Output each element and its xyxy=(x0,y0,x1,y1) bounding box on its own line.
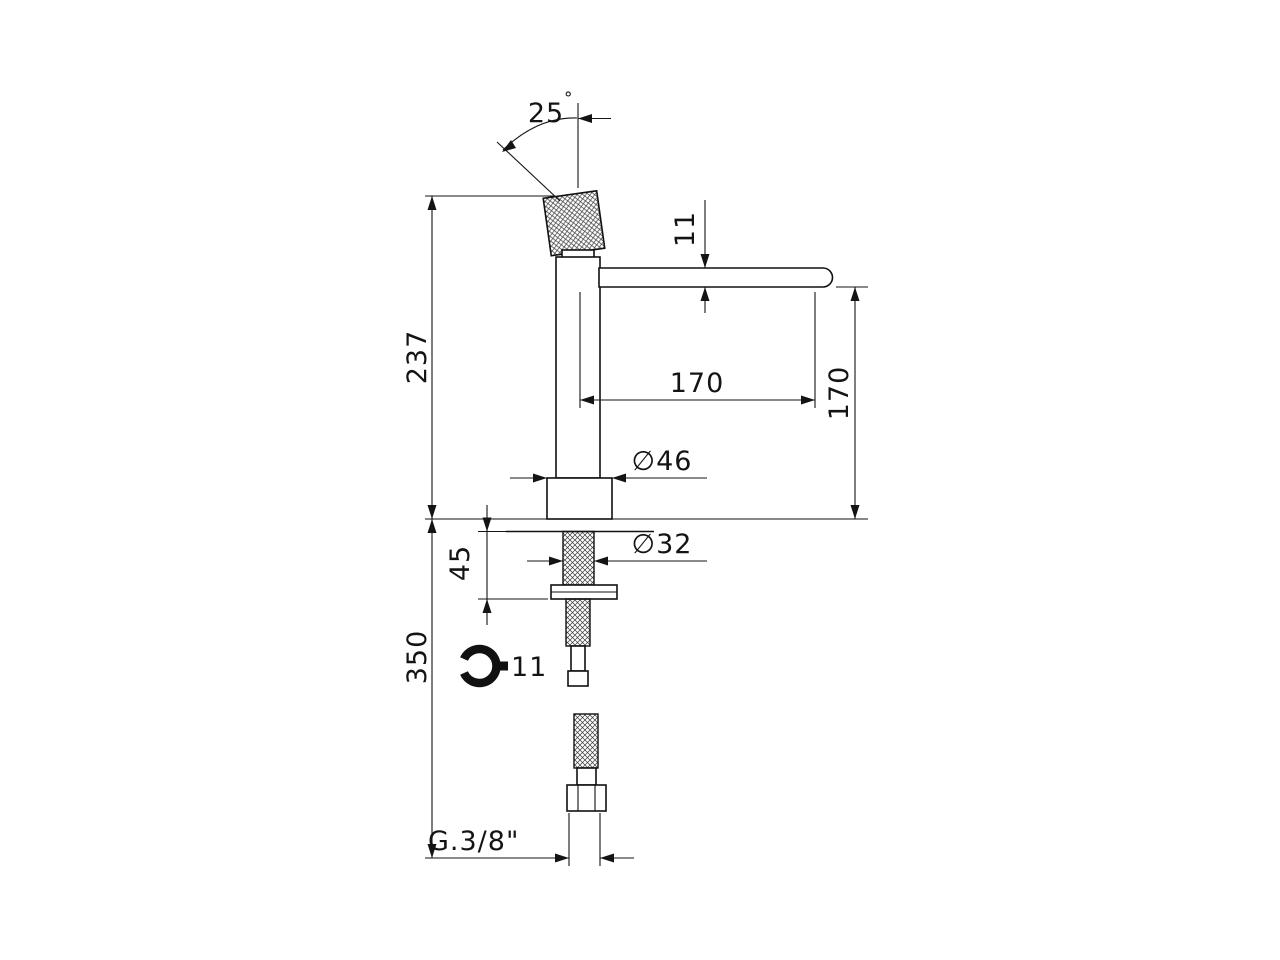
spout-height-label: 170 xyxy=(824,366,855,421)
hose-tube-end xyxy=(567,670,589,687)
dim-base-diameter: ∅46 xyxy=(510,446,707,483)
base-diameter-label: ∅46 xyxy=(632,446,693,477)
angle-value-label: 25 xyxy=(528,98,564,129)
dim-spout-thickness: 11 xyxy=(670,200,710,313)
hose-collar xyxy=(576,767,597,786)
spout-thickness-label: 11 xyxy=(670,211,701,247)
wrench-size-note: 11 xyxy=(460,644,547,688)
shank-diameter-label: ∅32 xyxy=(632,529,693,560)
faucet-body xyxy=(555,256,601,479)
threaded-shank xyxy=(562,530,595,586)
dim-shank-diameter: ∅32 xyxy=(527,529,707,566)
hose-tube xyxy=(570,645,586,672)
dim-height-237: 237 xyxy=(402,195,554,519)
hose-connector-nut xyxy=(566,784,607,812)
supply-hose-upper xyxy=(565,598,591,647)
supply-hose-lower xyxy=(573,713,599,769)
dim-spout-height: 170 xyxy=(824,286,868,519)
angle-unit-label: ° xyxy=(564,89,573,109)
faucet-outline xyxy=(425,189,868,812)
connection-thread-label: G.3/8" xyxy=(428,826,519,857)
open-wrench-icon xyxy=(460,644,508,688)
height-237-label: 237 xyxy=(402,330,433,385)
hose-length-label: 350 xyxy=(402,630,433,685)
dim-clamp-length: 45 xyxy=(445,505,560,625)
dim-hose-length: 350 xyxy=(402,519,437,858)
faucet-handle xyxy=(542,189,606,257)
clamp-length-label: 45 xyxy=(445,545,476,581)
spout-reach-label: 170 xyxy=(670,368,725,399)
faucet-spout xyxy=(598,267,834,288)
dim-handle-angle: 25 ° xyxy=(496,89,611,202)
wrench-size-label: 11 xyxy=(511,652,547,683)
dim-connection-thread: G.3/8" xyxy=(425,813,634,866)
dim-spout-reach: 170 xyxy=(579,292,816,408)
base-flange xyxy=(546,477,613,520)
